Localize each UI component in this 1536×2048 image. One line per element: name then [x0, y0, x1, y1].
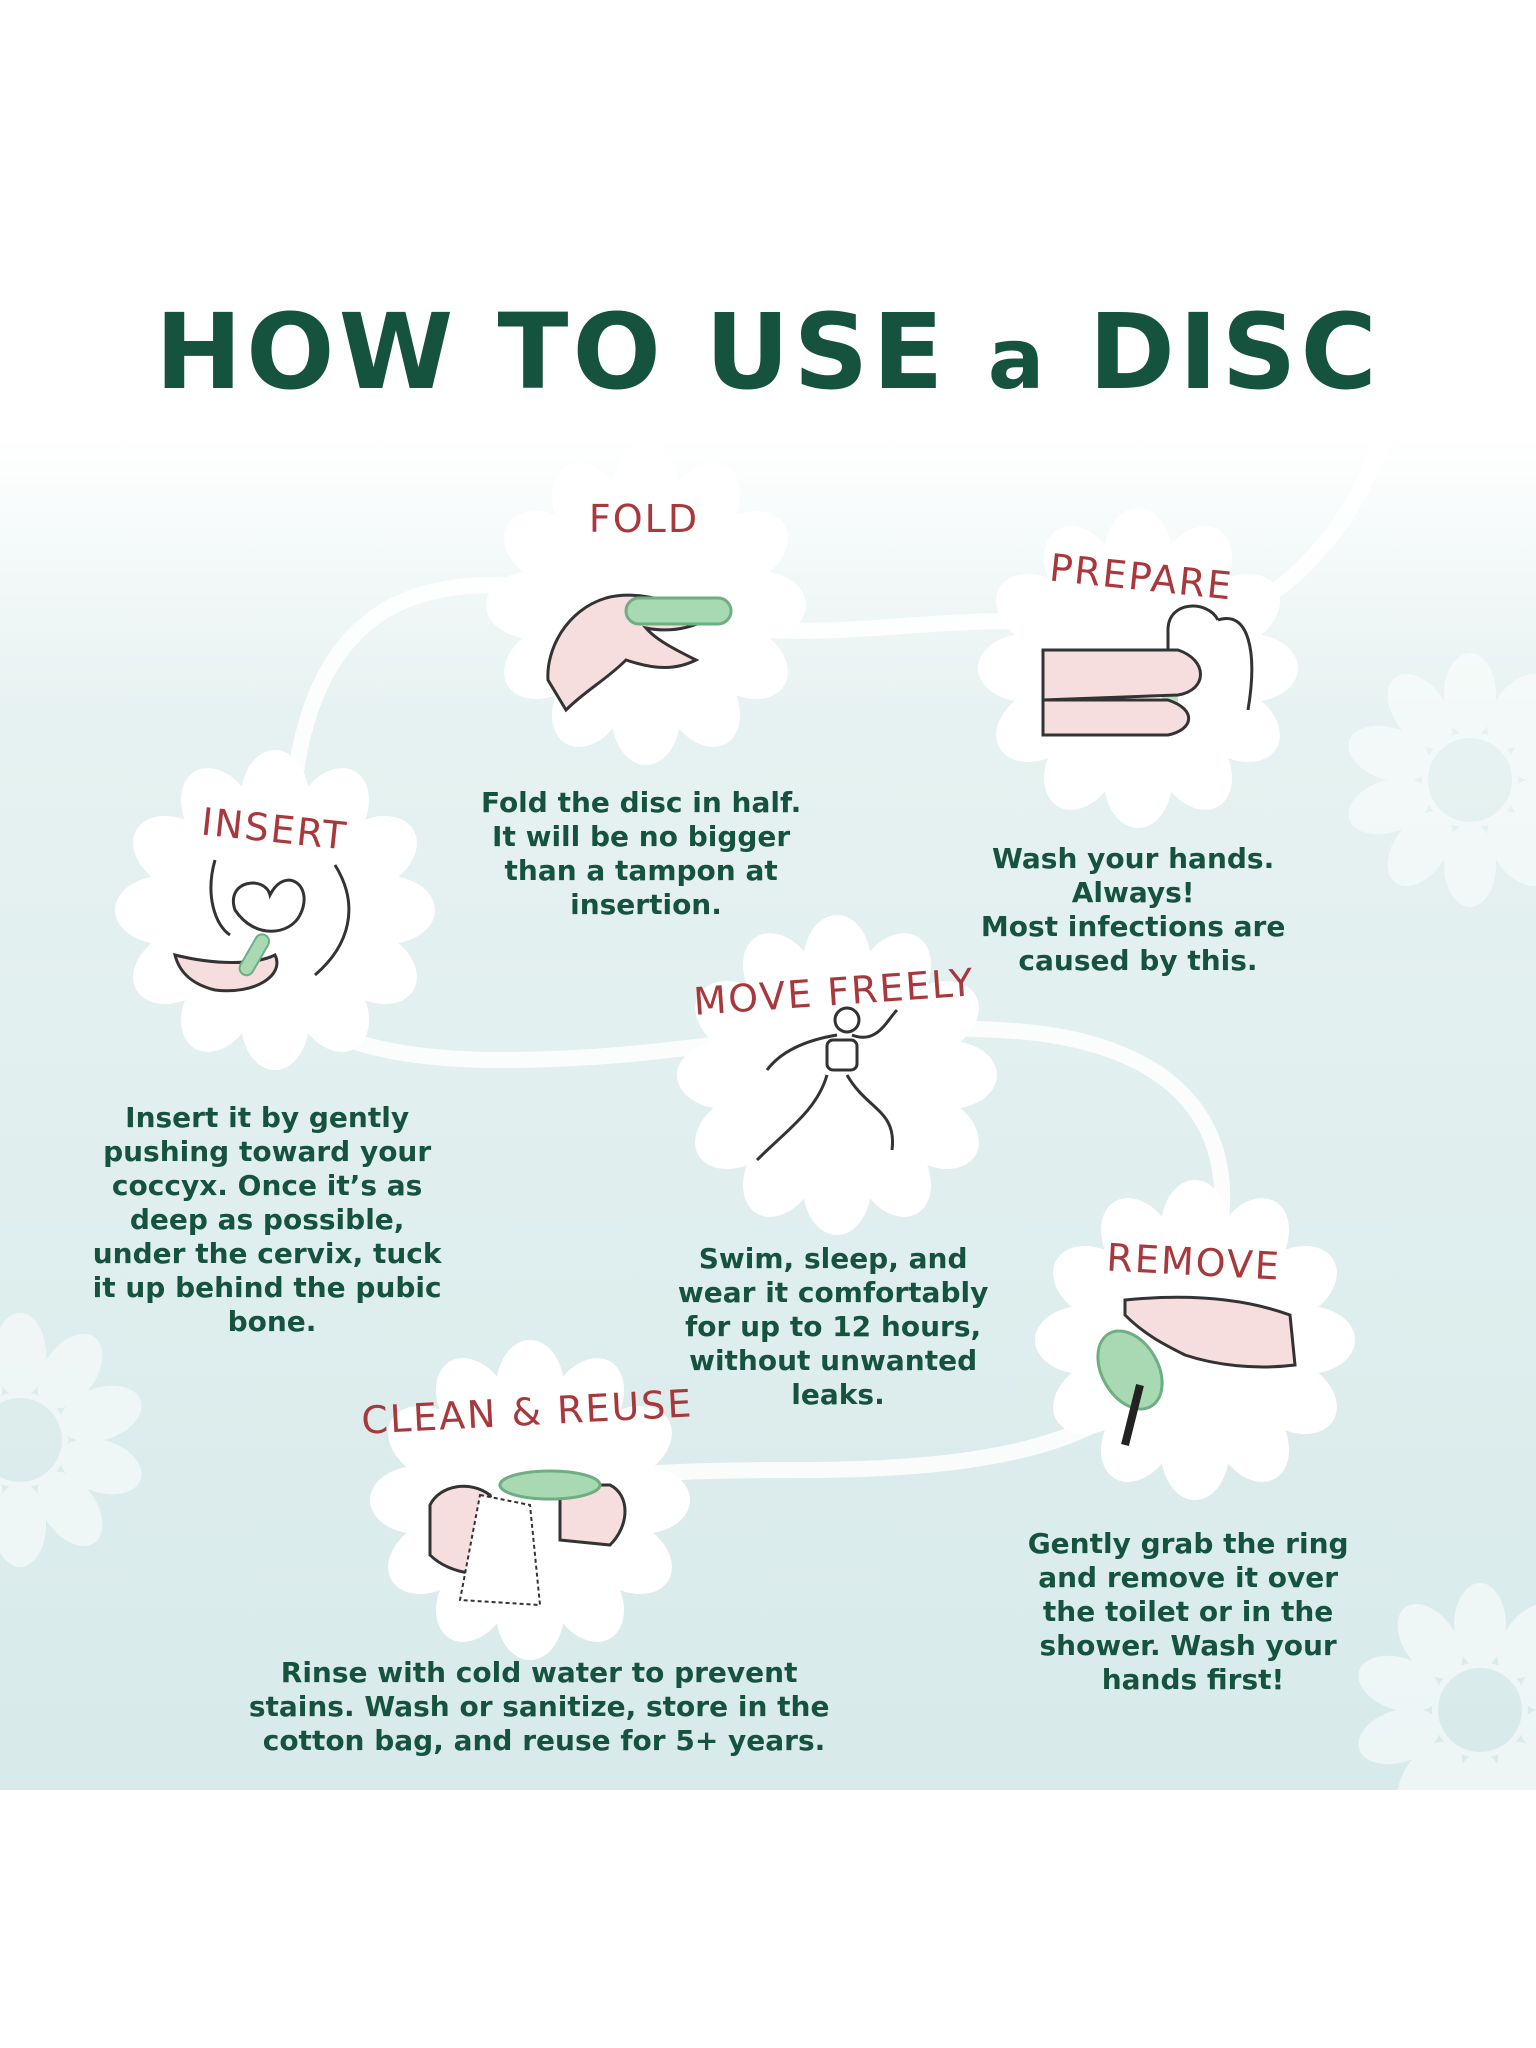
- step-move: [677, 915, 997, 1235]
- step-text-insert: Insert it by gently pushing toward your …: [93, 1101, 452, 1338]
- folded-disc-hand-icon: [546, 593, 733, 713]
- title-main: HOW TO USE: [155, 291, 948, 413]
- running-woman-icon: [755, 1006, 899, 1162]
- step-text-clean: Rinse with cold water to prevent stains.…: [249, 1656, 839, 1757]
- step-text-remove: Gently grab the ring and remove it over …: [1028, 1527, 1359, 1696]
- step-text-fold: Fold the disc in half. It will be no big…: [481, 786, 811, 921]
- hand-washing-icon: [1041, 604, 1254, 737]
- step-label-fold: FOLD: [589, 497, 699, 541]
- step-text-prepare: Wash your hands. Always! Most infections…: [981, 842, 1295, 977]
- winding-path: [240, 292, 1403, 1518]
- step-label-remove: REMOVE: [1105, 1235, 1282, 1288]
- insertion-anatomy-icon: [172, 859, 351, 993]
- step-text-move: Swim, sleep, and wear it comfortably for…: [678, 1242, 998, 1411]
- page-title: HOW TO USE a DISC: [0, 295, 1536, 409]
- title-lower: a: [987, 310, 1049, 408]
- remove-disc-hand-icon: [1096, 1295, 1297, 1446]
- rinse-disc-icon: [428, 1469, 627, 1607]
- title-end: DISC: [1088, 291, 1381, 413]
